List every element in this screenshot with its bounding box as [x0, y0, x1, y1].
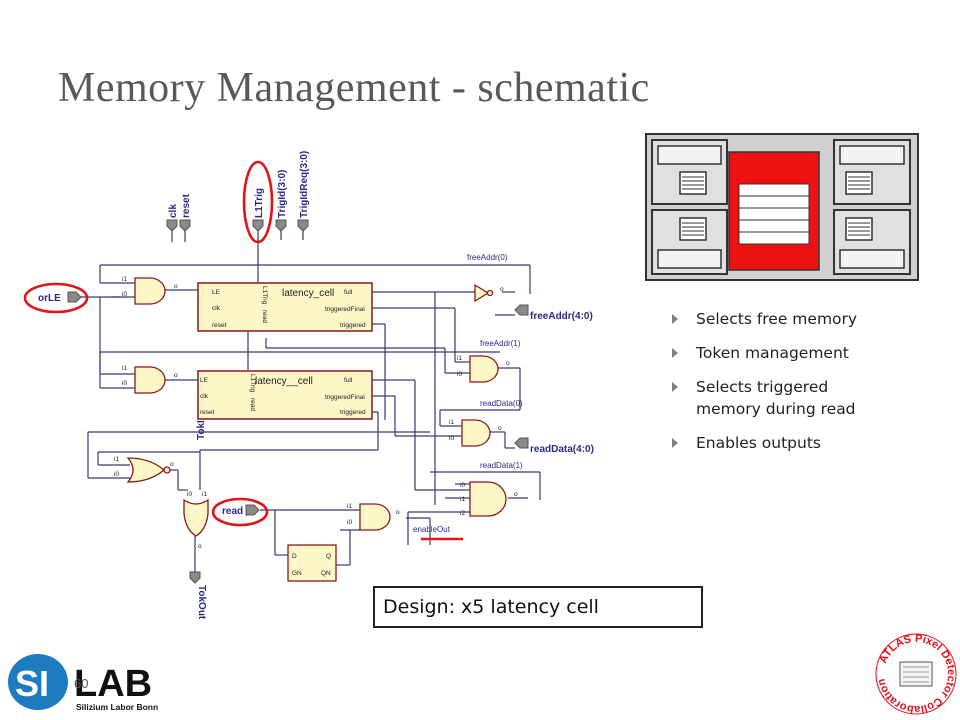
svg-text:LAB: LAB: [74, 663, 152, 705]
net-readdata0: readData(0): [480, 399, 523, 408]
pin-trigidreq: TrigIdReq(3:0): [299, 151, 310, 218]
bullet-item: Selects triggered memory during read: [672, 376, 886, 420]
svg-text:o: o: [170, 461, 174, 468]
svg-text:reset: reset: [200, 409, 215, 416]
svg-text:full: full: [344, 377, 353, 384]
latency-cell-2: latency__cell LE clk reset full triggere…: [197, 370, 373, 420]
svg-text:i1: i1: [347, 503, 352, 510]
bullet-item: Token management: [672, 342, 886, 364]
net-readdata1: readData(1): [480, 461, 523, 470]
svg-text:i2: i2: [460, 510, 465, 517]
svg-text:i0: i0: [187, 491, 192, 498]
pin-orle: orLE: [38, 293, 61, 304]
pin-readdata-bus: readData(4:0): [530, 444, 594, 455]
svg-text:SI: SI: [15, 663, 49, 704]
svg-text:o: o: [198, 543, 202, 550]
svg-text:latency__cell: latency__cell: [255, 376, 313, 387]
silab-logo: SI LAB Silizium Labor Bonn: [8, 654, 158, 712]
and-gate-5: [359, 503, 391, 531]
svg-text:i0: i0: [460, 482, 465, 489]
highlight-l1trig: [242, 160, 274, 244]
pin-tokin: TokIn: [196, 414, 207, 440]
net-freeaddr1: freeAddr(1): [480, 339, 521, 348]
bullet-list: Selects free memory Token management Sel…: [672, 308, 886, 466]
pin-tokout: TokOut: [196, 585, 207, 620]
bullet-marker-icon: [672, 382, 678, 392]
inverter: [474, 283, 490, 303]
nor-gate: [126, 457, 165, 483]
svg-text:L1Trig: L1Trig: [249, 374, 256, 393]
svg-text:triggered: triggered: [340, 322, 366, 329]
svg-text:LE: LE: [200, 377, 209, 384]
svg-text:i0: i0: [114, 471, 119, 478]
svg-text:i0: i0: [347, 519, 352, 526]
latch: [287, 544, 337, 582]
latency-cell-1: latency_cell LE clk reset full triggered…: [197, 282, 373, 332]
nor-bubble: [163, 466, 171, 474]
svg-text:i0: i0: [122, 380, 127, 387]
and-gate-4: [461, 419, 491, 447]
svg-text:clk: clk: [212, 305, 221, 312]
svg-text:L1Trig: L1Trig: [261, 286, 268, 305]
svg-text:read: read: [249, 398, 256, 411]
pin-reset: reset: [181, 193, 192, 218]
svg-text:read: read: [261, 310, 268, 323]
svg-text:o: o: [498, 425, 502, 432]
svg-text:i1: i1: [449, 419, 454, 426]
bullet-marker-icon: [672, 348, 678, 358]
svg-text:clk: clk: [200, 393, 209, 400]
svg-text:o: o: [174, 372, 178, 379]
svg-text:full: full: [344, 289, 353, 296]
svg-text:i1: i1: [122, 276, 127, 283]
net-enableout: enableOut: [413, 525, 451, 534]
svg-text:i1: i1: [202, 491, 207, 498]
svg-text:o: o: [500, 286, 504, 293]
svg-text:triggeredFinal: triggeredFinal: [325, 306, 365, 313]
and-gate-1: [134, 277, 166, 305]
svg-text:o: o: [396, 509, 400, 516]
bullet-item: Selects free memory: [672, 308, 886, 330]
bullet-item: Enables outputs: [672, 432, 886, 454]
svg-text:o: o: [506, 360, 510, 367]
svg-text:QN: QN: [321, 570, 331, 577]
pin-freeaddr-bus: freeAddr(4:0): [530, 311, 593, 322]
atlas-pixel-seal: ATLAS Pixel Detector Collaboration: [875, 633, 957, 715]
svg-text:i1: i1: [114, 456, 119, 463]
and3-gate: [469, 481, 507, 517]
svg-text:latency_cell: latency_cell: [282, 288, 334, 299]
svg-text:triggeredFinal: triggeredFinal: [325, 394, 365, 401]
svg-text:i0: i0: [449, 435, 454, 442]
svg-text:i0: i0: [122, 291, 127, 298]
bullet-marker-icon: [672, 314, 678, 324]
and-gate-3: [469, 355, 499, 383]
highlight-read: [211, 497, 269, 527]
svg-text:LE: LE: [212, 289, 221, 296]
svg-text:triggered: triggered: [340, 409, 366, 416]
pin-clk: clk: [168, 204, 179, 218]
svg-text:reset: reset: [212, 322, 227, 329]
or-gate: [183, 498, 209, 537]
pin-trigid: TrigId(3:0): [277, 170, 288, 218]
slide-title: Memory Management - schematic: [58, 65, 650, 111]
highlight-orle: [23, 282, 89, 314]
svg-text:Silizium Labor Bonn: Silizium Labor Bonn: [76, 702, 158, 712]
svg-text:i0: i0: [457, 371, 462, 378]
svg-text:i1: i1: [122, 365, 127, 372]
svg-text:Q: Q: [326, 553, 331, 560]
svg-text:o: o: [514, 491, 518, 498]
net-freeaddr0: freeAddr(0): [467, 253, 508, 262]
svg-text:GN: GN: [292, 570, 302, 577]
page-number: 60: [74, 676, 89, 691]
svg-text:i1: i1: [457, 355, 462, 362]
svg-text:i1: i1: [460, 496, 465, 503]
pin-l1trig: L1Trig: [254, 188, 265, 218]
bullet-marker-icon: [672, 438, 678, 448]
pin-read: read: [222, 506, 243, 517]
and-gate-2: [134, 366, 166, 394]
design-note-box: Design: x5 latency cell: [373, 586, 703, 628]
svg-text:D: D: [292, 553, 297, 560]
svg-text:o: o: [174, 283, 178, 290]
